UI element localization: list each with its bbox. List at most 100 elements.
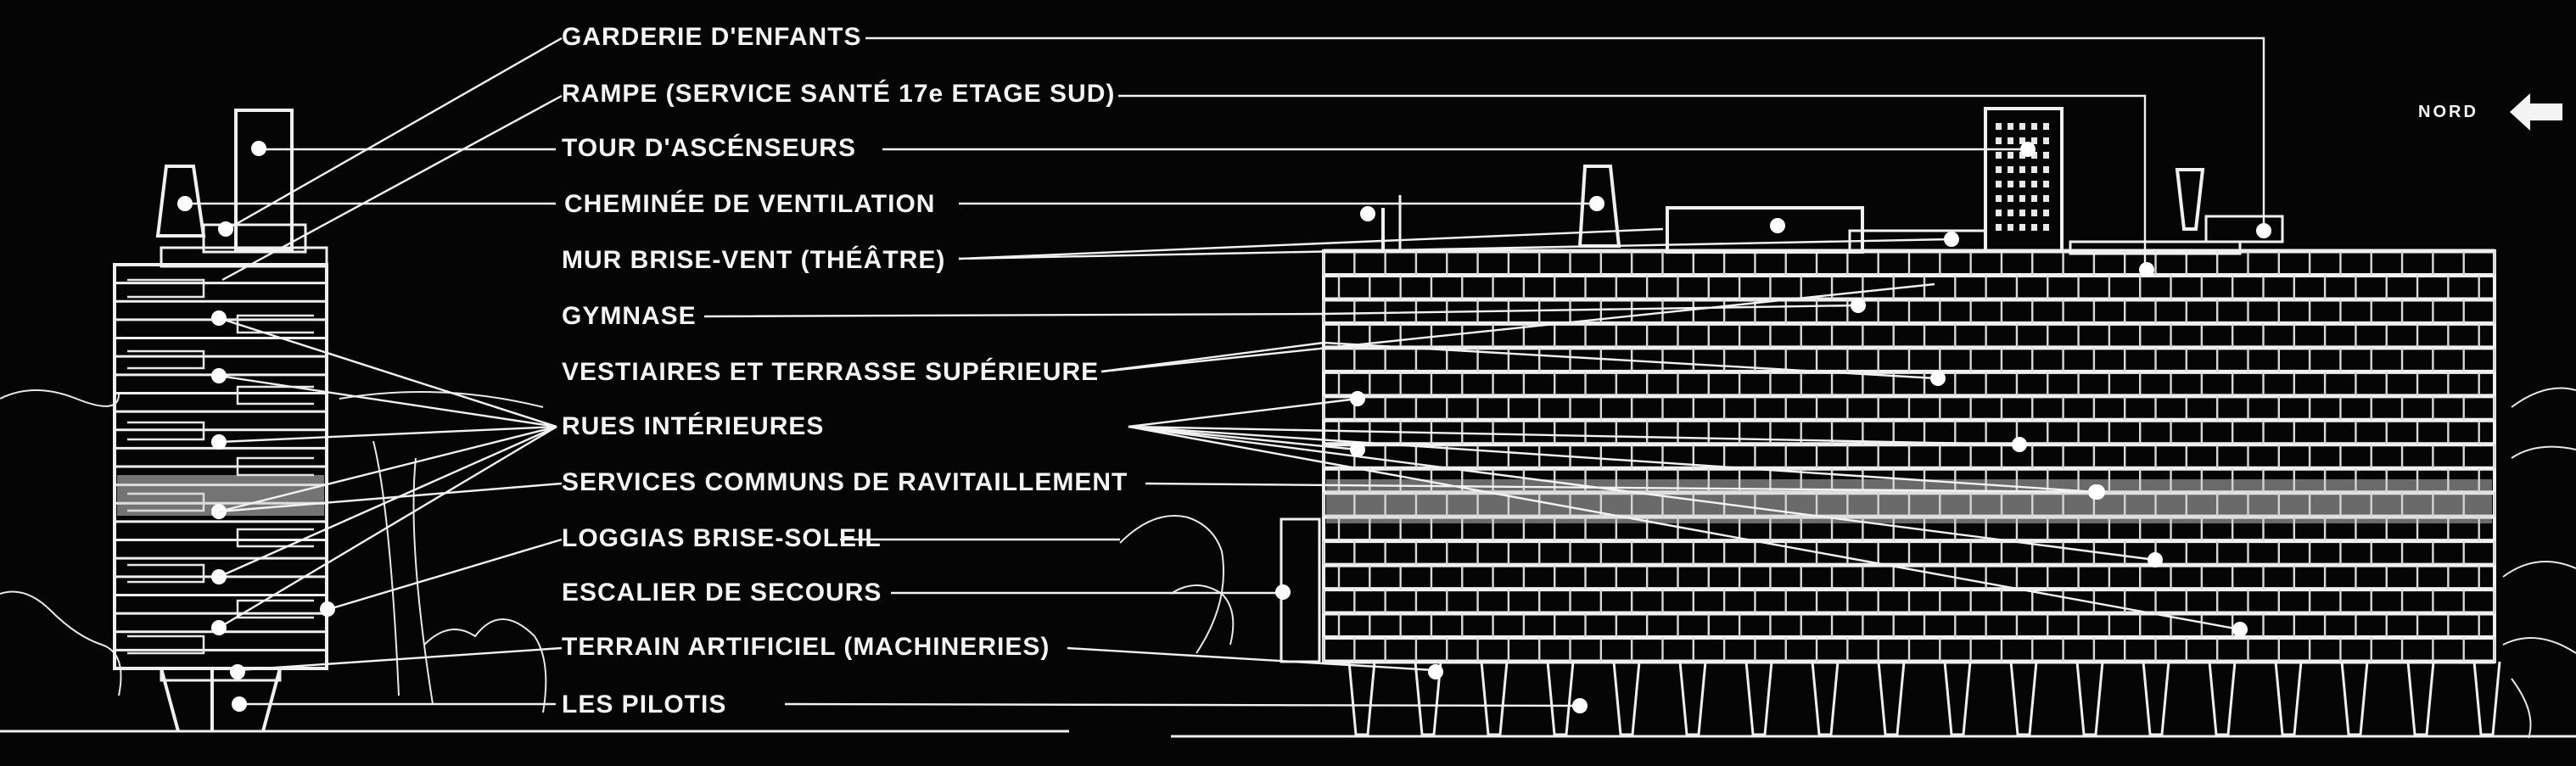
leader-lines (177, 36, 2271, 713)
label-list: GARDERIE D'ENFANTS RAMPE (SERVICE SANTÉ … (562, 23, 1128, 718)
tower-window (2008, 210, 2013, 216)
stair-zigzag (236, 314, 314, 334)
leader-dot (211, 620, 227, 635)
tower-window (1996, 137, 2002, 144)
tower-window (2043, 152, 2049, 159)
tower-window (1996, 166, 2002, 173)
tower-window (2008, 195, 2013, 202)
piloti (2009, 661, 2038, 736)
label-escalier: ESCALIER DE SECOURS (562, 579, 882, 607)
leader-dot (2232, 622, 2248, 637)
tower-window (2008, 152, 2013, 159)
leader-dot (232, 696, 247, 712)
leader-line (703, 304, 1859, 318)
leader-line (865, 36, 2265, 229)
tower-window (1996, 152, 2002, 159)
stair-zigzag (236, 599, 314, 619)
leader-dot (177, 196, 193, 211)
north-indicator: NORD (2418, 93, 2562, 131)
leader-dot (1275, 584, 1291, 600)
tower-window (1996, 181, 2002, 187)
stair-zigzag (127, 421, 205, 441)
tower-window (2031, 123, 2037, 130)
tower-window (2019, 166, 2025, 173)
leader-dot (1851, 298, 1866, 313)
leader-dot (1572, 698, 1588, 713)
piloti (1480, 661, 1509, 736)
leader-line (1128, 425, 1358, 451)
leader-line (1128, 425, 2097, 494)
leader-dot (1944, 232, 1959, 247)
tower-window (1996, 123, 2002, 130)
tower-window (2019, 181, 2025, 187)
label-cheminee: CHEMINÉE DE VENTILATION (564, 189, 935, 218)
tower-window (2031, 166, 2037, 173)
leader-line (958, 227, 1664, 260)
leader-line (227, 36, 563, 231)
vegetation-left (0, 389, 1235, 713)
leader-line (1067, 646, 1435, 672)
ground-line (0, 730, 2576, 738)
leader-dot (211, 310, 227, 326)
label-vestiaires: VESTIAIRES ET TERRASSE SUPÉRIEURE (562, 357, 1099, 386)
tower-window (2043, 166, 2049, 173)
leader-line (1100, 341, 1937, 380)
label-tour-ascenseurs: TOUR D'ASCÉNSEURS (562, 133, 856, 162)
leader-dot (2090, 484, 2105, 500)
tower-window (2043, 123, 2049, 130)
lift-tower (1984, 107, 2064, 253)
leader-dot (2148, 552, 2163, 568)
label-mur-brise-vent: MUR BRISE-VENT (THÉÂTRE) (562, 245, 945, 274)
stair-zigzag (127, 563, 205, 584)
leader-dot (1589, 196, 1604, 211)
vegetation-right (2502, 387, 2576, 739)
label-gymnase: GYMNASE (562, 302, 697, 330)
tower-window (2043, 195, 2049, 202)
leader-dot (218, 221, 233, 237)
stair-zigzag (236, 528, 314, 548)
piloti (1811, 661, 1840, 736)
leader-line (784, 702, 1579, 707)
tower-window (1996, 210, 2002, 216)
tower-window (2008, 224, 2013, 231)
leader-line (1128, 397, 1358, 428)
tower-window (2043, 224, 2049, 231)
tower-window (2043, 210, 2049, 216)
stair-zigzag (127, 349, 205, 370)
leader-dot (251, 141, 266, 156)
leader-line (218, 374, 557, 428)
gymnasium-roof (1666, 206, 1864, 254)
piloti (1943, 661, 1972, 736)
leader-line (1128, 425, 2241, 631)
leader-line (1100, 282, 1935, 373)
tower-window (1996, 224, 2002, 231)
leader-line (237, 646, 563, 672)
leader-dot (320, 601, 335, 617)
leader-dot (2012, 437, 2027, 452)
tower-window (2031, 224, 2037, 231)
stair-zigzag (127, 635, 205, 655)
leader-line (328, 538, 563, 611)
lift-tower-windows (1996, 123, 2049, 231)
leader-dot (1350, 442, 1365, 457)
leader-dot (1770, 218, 1785, 233)
piloti (2075, 661, 2104, 736)
label-rampe: RAMPE (SERVICE SANTÉ 17e ETAGE SUD) (562, 79, 1115, 108)
leader-dot (211, 569, 227, 584)
tower-window (2043, 181, 2049, 187)
tower-window (2043, 137, 2049, 144)
tower-window (2031, 137, 2037, 144)
label-services-communs: SERVICES COMMUNS DE RAVITAILLEMENT (562, 468, 1128, 496)
tower-window (2019, 152, 2025, 159)
leader-dot (1350, 391, 1365, 406)
leader-line (218, 425, 557, 444)
stair-zigzag (236, 385, 314, 405)
piloti (2340, 661, 2369, 736)
piloti (1612, 661, 1641, 736)
tower-window (2019, 224, 2025, 231)
leader-dot (1930, 371, 1946, 386)
piloti (2472, 661, 2501, 736)
tower-window (1996, 195, 2002, 202)
leader-dot (230, 664, 245, 679)
pilotis-row (1347, 661, 2501, 736)
